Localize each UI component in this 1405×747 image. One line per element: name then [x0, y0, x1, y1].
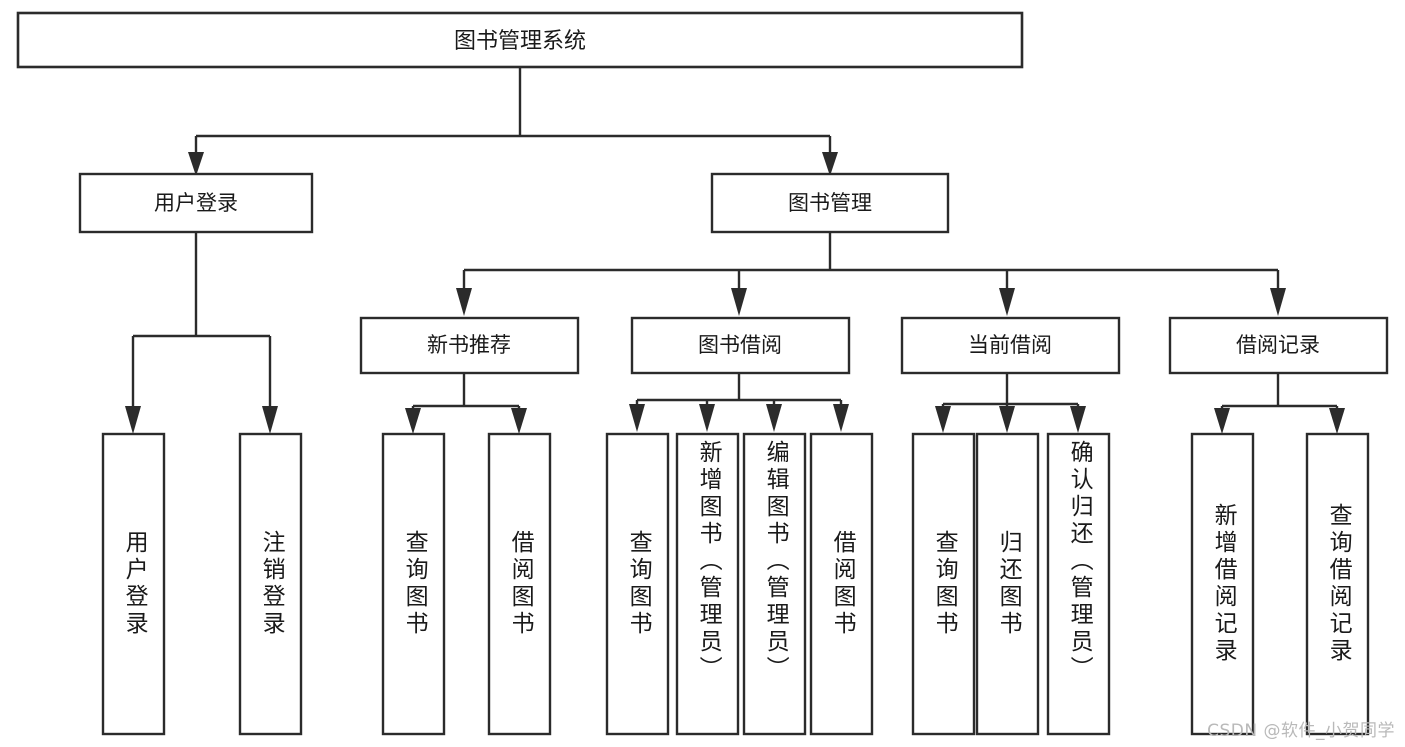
arrow-head-user-login [188, 152, 204, 176]
node-borrow-record[interactable]: 借阅记录 [1168, 316, 1389, 375]
arrow-head-borrow-record [1270, 288, 1286, 316]
arrow-head-leaf-edit-book [766, 404, 782, 432]
arrow-head-leaf-add-record [1214, 408, 1230, 434]
node-book-borrow[interactable]: 图书借阅 [630, 316, 851, 375]
node-borrow-record-box[interactable] [1168, 316, 1389, 375]
node-book-borrow-label: 图书借阅 [698, 333, 782, 357]
arrow-head-leaf-borrow-book-2 [833, 404, 849, 432]
watermark-text: CSDN @软件_小贺同学 [1207, 721, 1395, 741]
node-book-manage-label: 图书管理 [788, 191, 872, 215]
node-current-borrow-label: 当前借阅 [968, 333, 1052, 357]
node-book-manage[interactable]: 图书管理 [710, 172, 950, 234]
arrow-head-book-manage [822, 152, 838, 176]
node-leaf-user-login-box[interactable] [101, 432, 166, 736]
node-leaf-add-book-box[interactable] [675, 432, 740, 736]
node-leaf-return-book-box[interactable] [975, 432, 1040, 736]
node-current-borrow[interactable]: 当前借阅 [900, 316, 1121, 375]
connector-group [125, 67, 1345, 434]
node-new-book-recommend-box[interactable] [359, 316, 580, 375]
arrow-head-leaf-query-book-3 [935, 406, 951, 433]
arrow-head-leaf-add-book [699, 404, 715, 432]
node-leaf-borrow-book-1-box[interactable] [487, 432, 552, 736]
node-current-borrow-box[interactable] [900, 316, 1121, 375]
node-root-label: 图书管理系统 [454, 29, 586, 54]
arrow-head-leaf-query-record [1329, 408, 1345, 434]
node-leaf-add-record-box[interactable] [1190, 432, 1255, 736]
node-leaf-query-book-3-box[interactable] [911, 432, 976, 736]
node-leaf-query-record-box[interactable] [1305, 432, 1370, 736]
arrow-head-current-borrow [999, 288, 1015, 316]
node-user-login-label: 用户登录 [154, 191, 238, 215]
arrow-head-leaf-user-login [125, 406, 141, 434]
node-leaf-borrow-book-2-box[interactable] [809, 432, 874, 736]
arrow-head-leaf-query-book-2 [629, 404, 645, 432]
arrow-head-leaf-confirm-return [1070, 406, 1086, 433]
arrow-head-leaf-return-book [999, 406, 1015, 433]
arrow-head-leaf-logout [262, 406, 278, 434]
node-book-manage-box[interactable] [710, 172, 950, 234]
node-borrow-record-label: 借阅记录 [1236, 333, 1320, 357]
node-leaf-logout-box[interactable] [238, 432, 303, 736]
node-new-book-recommend[interactable]: 新书推荐 [359, 316, 580, 375]
node-root-box[interactable] [16, 11, 1024, 69]
node-root[interactable]: 图书管理系统 [16, 11, 1024, 69]
node-user-login-box[interactable] [78, 172, 314, 234]
node-leaf-query-book-2-box[interactable] [605, 432, 670, 736]
node-leaf-confirm-return-box[interactable] [1046, 432, 1111, 736]
node-leaf-query-book-1-box[interactable] [381, 432, 446, 736]
arrow-head-leaf-borrow-book-1 [511, 408, 527, 434]
node-user-login[interactable]: 用户登录 [78, 172, 314, 234]
arrow-head-leaf-query-book-1 [405, 408, 421, 434]
arrow-head-new-book-recommend [456, 288, 472, 316]
node-new-book-recommend-label: 新书推荐 [427, 333, 511, 357]
node-leaf-edit-book-box[interactable] [742, 432, 807, 736]
arrow-head-book-borrow [731, 288, 747, 316]
node-book-borrow-box[interactable] [630, 316, 851, 375]
